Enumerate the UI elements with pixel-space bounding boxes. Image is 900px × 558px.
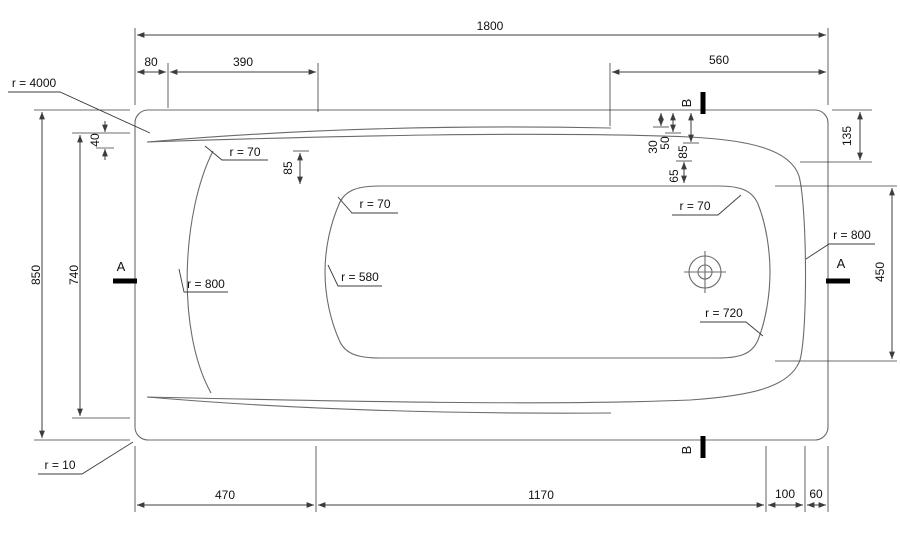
section-labels: A A B B	[117, 99, 846, 455]
dim-label-560: 560	[709, 53, 729, 67]
dim-label-1170: 1170	[528, 488, 554, 502]
section-label-a-right: A	[837, 256, 846, 271]
section-label-b-bottom: B	[679, 446, 694, 455]
rim-inner-contour	[146, 133, 807, 404]
leader-r4000	[8, 91, 151, 134]
dim-label-30: 30	[646, 140, 660, 154]
dimension-labels: 1800 80 390 560 850 740 40 85 30 50 85 6…	[29, 19, 887, 502]
dim-label-850: 850	[29, 265, 43, 285]
radius-labels: r = 4000 r = 70 r = 70 r = 70 r = 800 r …	[12, 76, 871, 472]
dim-label-85-left: 85	[281, 161, 295, 175]
radius-label-10: r = 10	[44, 458, 75, 472]
dim-label-390: 390	[233, 55, 253, 69]
radius-label-70-top-left: r = 70	[229, 145, 260, 159]
radius-label-800-right: r = 800	[833, 228, 871, 242]
radius-label-580: r = 580	[341, 270, 379, 284]
leader-r800-right	[805, 243, 875, 260]
dim-label-85-right: 85	[676, 145, 690, 159]
radius-label-70-basin-right: r = 70	[679, 199, 710, 213]
dim-label-65: 65	[667, 169, 681, 183]
dim-label-1800: 1800	[477, 19, 504, 33]
leader-r70-top-left	[204, 145, 268, 161]
leader-r720	[700, 321, 764, 337]
leader-r70-basin-right	[672, 194, 742, 216]
dim-label-40: 40	[88, 133, 102, 147]
tub-rim-outline	[134, 109, 829, 441]
radius-label-70-basin-left: r = 70	[359, 197, 390, 211]
basin-outline	[324, 185, 771, 359]
leader-r580	[327, 264, 382, 287]
radius-label-800-left: r = 800	[187, 277, 225, 291]
dim-label-80: 80	[144, 55, 158, 69]
extension-lines	[34, 28, 897, 512]
drain	[684, 251, 726, 293]
section-markers	[113, 92, 850, 458]
leader-lines	[8, 91, 875, 475]
rim-inner-top-curve	[146, 126, 612, 143]
radius-label-4000: r = 4000	[12, 76, 57, 90]
dim-label-60: 60	[809, 487, 823, 501]
basin-outer-left-curve	[186, 150, 214, 394]
rim-inner-bottom-curve	[146, 396, 612, 414]
section-label-a-left: A	[117, 259, 126, 274]
dim-label-450: 450	[873, 262, 887, 282]
leader-r70-basin-left	[337, 196, 398, 214]
tub-geometry	[134, 109, 829, 441]
dim-label-50: 50	[658, 136, 672, 150]
leader-r10	[38, 441, 134, 475]
dim-label-740: 740	[67, 265, 81, 285]
dim-label-470: 470	[215, 488, 235, 502]
radius-label-720: r = 720	[705, 306, 743, 320]
dim-label-100: 100	[775, 487, 795, 501]
dimension-lines	[39, 32, 895, 508]
section-label-b-top: B	[679, 99, 694, 108]
dim-label-135: 135	[840, 126, 854, 146]
leader-r800-left	[178, 268, 228, 293]
